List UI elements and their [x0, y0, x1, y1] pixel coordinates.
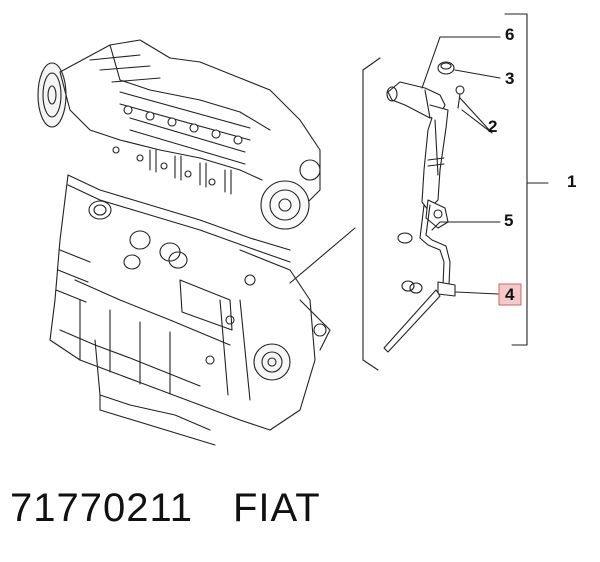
dipstick-tube-assembly — [383, 81, 456, 353]
leader-line-2 — [459, 97, 493, 134]
parts-group-bracket — [362, 13, 528, 371]
brand-label: FIAT — [233, 486, 321, 530]
screw-part — [455, 85, 465, 109]
engine-block-illustration — [37, 39, 331, 446]
callout-3[interactable]: 3 — [505, 69, 514, 88]
callout-6[interactable]: 6 — [505, 25, 514, 44]
callout-4-highlight — [498, 283, 522, 306]
leader-line-4 — [455, 291, 499, 295]
callout-2[interactable]: 2 — [488, 117, 497, 136]
callout-1[interactable]: 1 — [567, 172, 576, 191]
leader-line-3 — [454, 69, 501, 79]
engine-to-parts-leader — [289, 227, 356, 284]
exploded-parts-diagram: 6 3 2 1 5 4 — [37, 13, 576, 446]
seal-ring-part — [437, 61, 455, 75]
part-number-label: 71770211 — [10, 486, 193, 530]
leader-line-6 — [421, 36, 501, 89]
callout-4[interactable]: 4 — [505, 285, 515, 304]
leader-line-5 — [431, 221, 501, 231]
callout-5[interactable]: 5 — [504, 211, 513, 230]
